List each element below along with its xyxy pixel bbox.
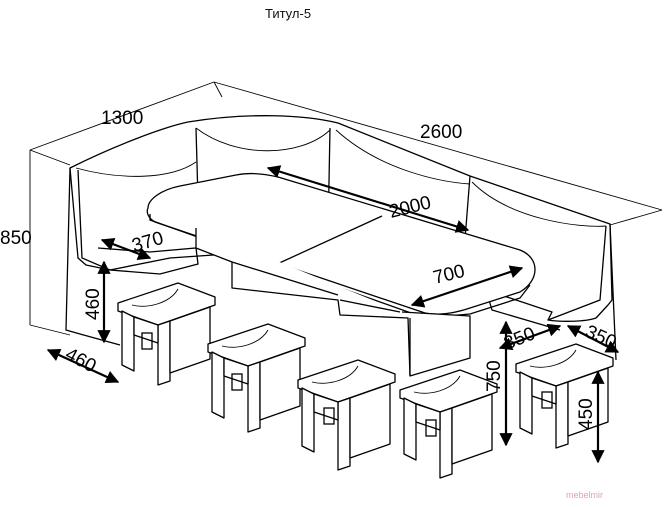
dim-table-height: 750: [484, 360, 505, 392]
dim-seat-height: 460: [83, 288, 104, 320]
dim-stool-width-left: 460: [62, 344, 100, 377]
stool-1: [117, 282, 216, 386]
stool-4: [399, 369, 498, 479]
dim-overall-length: 2600: [420, 122, 462, 143]
watermark-text: mebelmir: [566, 490, 603, 500]
dim-overall-height: 850: [0, 228, 32, 249]
overall-dimension-lines: [29, 81, 663, 336]
product-title: Титул-5: [264, 6, 312, 21]
dimension-arrows: [46, 165, 620, 464]
stool-3: [297, 359, 396, 471]
dim-overall-depth: 1300: [101, 108, 143, 129]
stool-2: [207, 323, 306, 433]
dim-stool-height: 450: [576, 398, 597, 430]
